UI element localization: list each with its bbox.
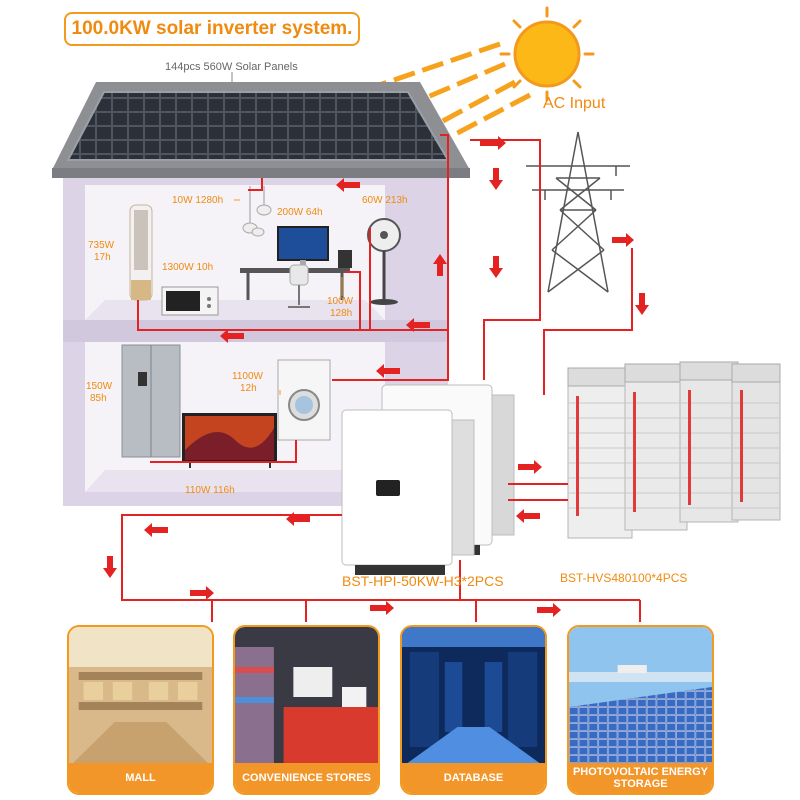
card-database: DATABASE bbox=[400, 625, 547, 795]
battery-terminals bbox=[576, 390, 743, 516]
ac-unit-hours-label: 17h bbox=[94, 252, 111, 263]
card-convenience-stores: CONVENIENCE STORES bbox=[233, 625, 380, 795]
standing-fan-icon bbox=[367, 218, 401, 305]
transmission-tower-icon bbox=[526, 131, 630, 293]
title-text: 100.0KW solar inverter system. bbox=[71, 18, 353, 39]
ac-input-label: AC Input bbox=[543, 95, 606, 112]
inverter-front bbox=[341, 409, 475, 575]
ceiling-lights-icon bbox=[242, 186, 272, 237]
sun-icon bbox=[499, 6, 595, 102]
battery-label: BST-HVS480100*4PCS bbox=[560, 571, 688, 585]
washer-hours-label: 12h bbox=[240, 383, 257, 394]
air-conditioner-icon bbox=[129, 204, 153, 301]
refrigerator-icon bbox=[121, 344, 181, 458]
solar-panels-label: 144pcs 560W Solar Panels bbox=[165, 61, 298, 73]
battery-modules bbox=[568, 402, 780, 509]
card-caption: DATABASE bbox=[402, 763, 545, 793]
washing-machine-icon bbox=[277, 359, 331, 441]
battery-rack bbox=[731, 363, 781, 521]
fridge-watt-label: 150W bbox=[86, 381, 113, 392]
card-caption: CONVENIENCE STORES bbox=[235, 763, 378, 793]
ac-unit-watt-label: 735W bbox=[88, 240, 115, 251]
computer-label: 200W 64h bbox=[277, 207, 323, 218]
card-caption: MALL bbox=[69, 763, 212, 793]
diagram-title: 100.0KW solar inverter system. bbox=[64, 12, 360, 46]
washer-watt-label: 1100W bbox=[232, 371, 263, 382]
microwave-label: 1300W 10h bbox=[162, 262, 214, 273]
speaker-hours-label: 128h bbox=[330, 308, 353, 319]
solar-roof bbox=[52, 82, 470, 178]
power-wires bbox=[121, 134, 641, 622]
microwave-icon bbox=[161, 286, 219, 316]
card-caption: PHOTOVOLTAIC ENERGY STORAGE bbox=[569, 763, 712, 793]
speaker-watt-label: 100W bbox=[327, 296, 354, 307]
inverter-label: BST-HPI-50KW-H3*2PCS bbox=[342, 573, 504, 589]
label-leaders bbox=[234, 199, 343, 395]
light-label: 10W 1280h bbox=[172, 195, 224, 206]
store-icon bbox=[235, 627, 378, 767]
battery-racks bbox=[567, 361, 781, 539]
card-photovoltaic-energy-storage: PHOTOVOLTAIC ENERGY STORAGE bbox=[567, 625, 714, 795]
tv-label: 110W 116h bbox=[185, 485, 235, 496]
solar-farm-icon bbox=[569, 627, 712, 767]
fan-label: 60W 213h bbox=[362, 195, 408, 206]
flow-arrows bbox=[103, 136, 649, 617]
television-icon bbox=[182, 413, 277, 468]
server-room-icon bbox=[402, 627, 545, 767]
mall-icon bbox=[69, 627, 212, 767]
card-mall: MALL bbox=[67, 625, 214, 795]
fridge-hours-label: 85h bbox=[90, 393, 107, 404]
